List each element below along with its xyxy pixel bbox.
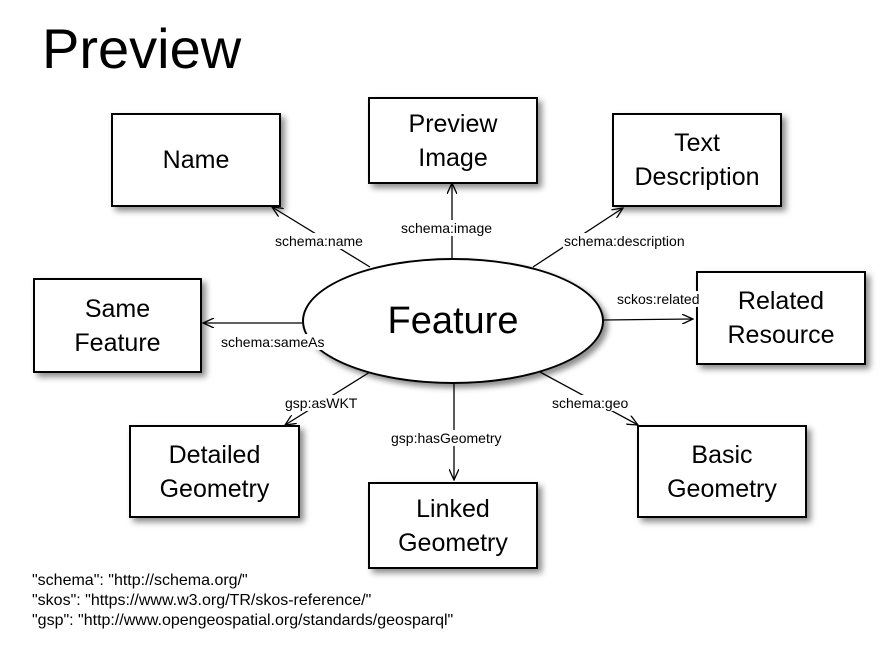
node-detailed-geometry: Detailed Geometry — [129, 425, 300, 518]
page-title: Preview — [42, 17, 242, 80]
node-text-description-line-1: Text — [674, 129, 720, 157]
edge-label-related: sckos:related — [616, 291, 701, 307]
node-text-description: Text Description — [612, 113, 782, 207]
edge-label-hasgeometry: gsp:hasGeometry — [390, 430, 503, 446]
edge-label-description: schema:description — [563, 233, 686, 249]
node-basic-geometry-line-2: Geometry — [667, 474, 777, 503]
edge-label-image: schema:image — [400, 220, 494, 236]
namespace-schema: "schema": "http://schema.org/" — [32, 572, 248, 589]
node-related-resource-line-2: Resource — [727, 321, 835, 349]
node-basic-geometry: Basic Geometry — [637, 425, 807, 518]
node-detailed-geometry-line-2: Geometry — [159, 474, 270, 503]
node-linked-geometry-line-2: Geometry — [398, 528, 508, 557]
node-preview-image-line-2: Image — [418, 143, 488, 172]
node-related-resource: Related Resource — [696, 271, 866, 365]
node-linked-geometry: Linked Geometry — [368, 482, 538, 569]
center-node-label: Feature — [387, 299, 519, 342]
node-same-feature-line-2: Feature — [74, 328, 161, 357]
node-name: Name — [111, 113, 281, 207]
node-basic-geometry-line-1: Basic — [691, 440, 753, 469]
edge-related-line — [603, 319, 693, 320]
node-same-feature: Same Feature — [33, 278, 202, 373]
edge-label-sameas: schema:sameAs — [220, 334, 326, 350]
edge-label-geo: schema:geo — [551, 395, 630, 411]
edge-label-aswkt: gsp:asWKT — [284, 395, 359, 411]
node-linked-geometry-line-1: Linked — [416, 494, 490, 523]
center-node-feature: Feature — [302, 258, 604, 384]
namespace-legend: "schema": "http://schema.org/" "skos": "… — [32, 571, 453, 631]
node-related-resource-line-1: Related — [737, 287, 825, 315]
node-same-feature-line-1: Same — [84, 294, 151, 323]
node-detailed-geometry-line-1: Detailed — [168, 440, 261, 469]
node-name-label: Name — [162, 146, 230, 174]
namespace-gsp: "gsp": "http://www.opengeospatial.org/st… — [32, 612, 454, 629]
node-preview-image: Preview Image — [368, 97, 538, 184]
node-text-description-line-2: Description — [634, 163, 760, 191]
node-preview-image-line-1: Preview — [408, 109, 498, 138]
namespace-skos: "skos": "https://www.w3.org/TR/skos-refe… — [32, 592, 372, 609]
edge-label-name: schema:name — [274, 233, 364, 249]
